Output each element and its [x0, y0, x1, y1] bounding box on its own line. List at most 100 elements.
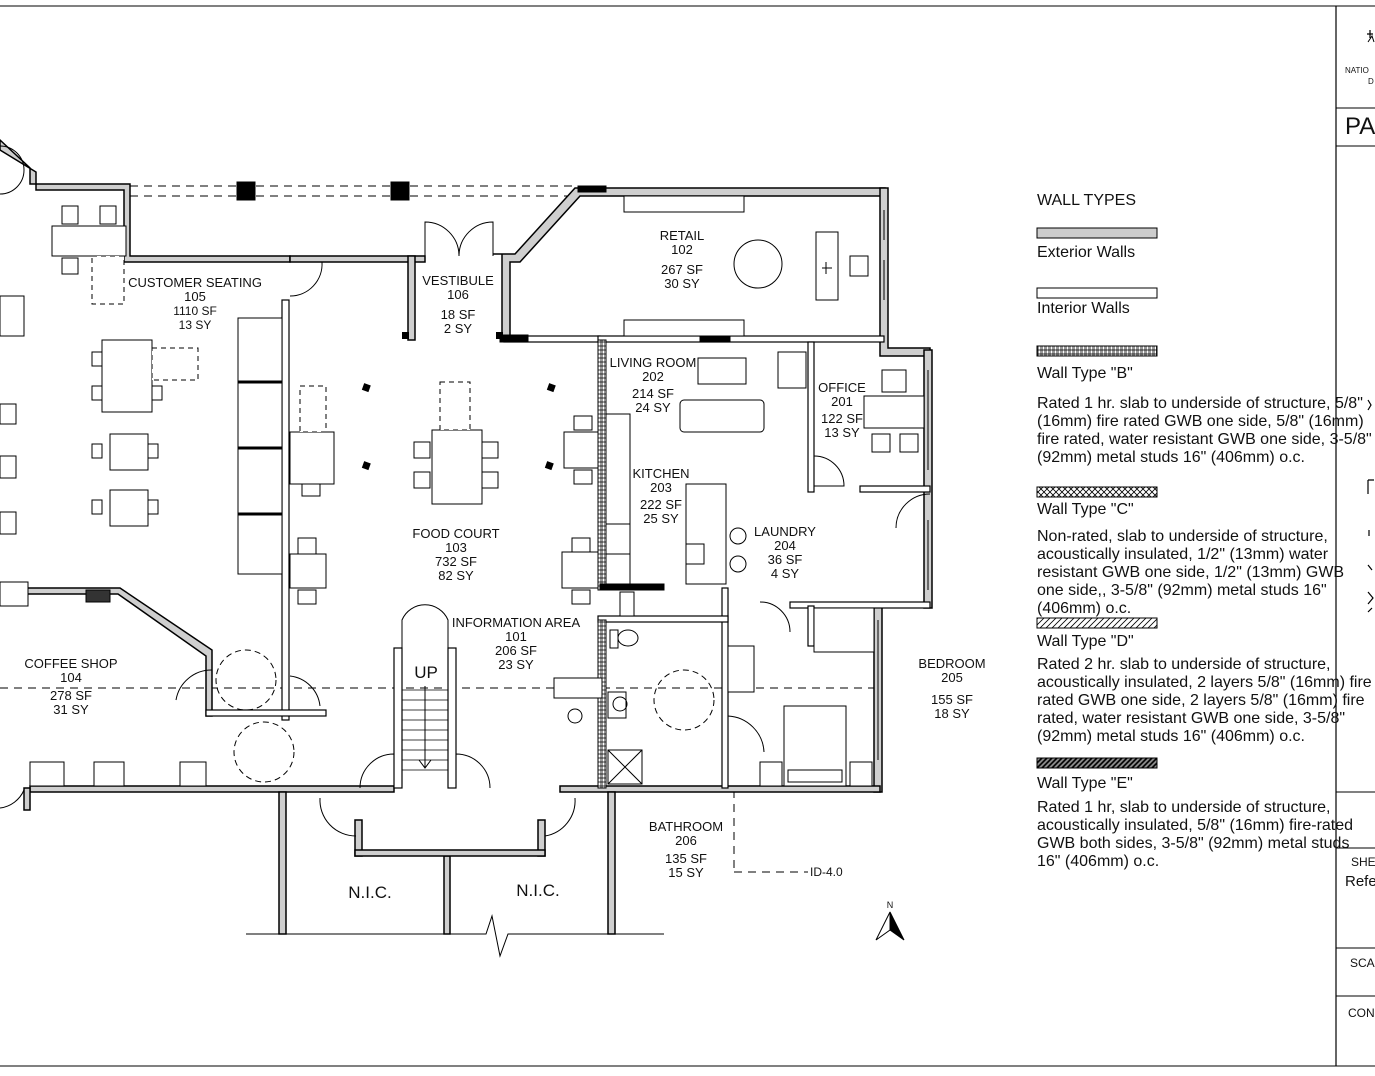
room-sy: 2 SY [443, 321, 473, 336]
legend-wall-type-d: Wall Type "D" [1037, 633, 1134, 650]
legend-wall-type-e-desc: Rated 1 hr, slab to underside of structu… [1037, 799, 1354, 870]
exterior-walls [0, 138, 933, 935]
room-name: KITCHEN [632, 466, 690, 481]
room-sy: 24 SY [635, 400, 671, 415]
legend-wall-type-d-desc: Rated 2 hr. slab to underside of structu… [1037, 656, 1372, 745]
room-number: 104 [60, 670, 82, 685]
room-number: 204 [774, 538, 796, 553]
interior-walls [205, 299, 931, 789]
room-sf: 18 SF [440, 307, 476, 322]
room-number: 203 [650, 480, 672, 495]
room-name: FOOD COURT [412, 526, 500, 541]
room-sy: 82 SY [438, 568, 474, 583]
contract-label: CON [1348, 1006, 1375, 1020]
room-name: LAUNDRY [754, 524, 816, 539]
plan-drawing [0, 138, 933, 958]
logo-text-line2: D [1368, 77, 1374, 86]
room-label-information-area: INFORMATION AREA 101 206 SF 23 SY [446, 616, 586, 672]
room-sf: 732 SF [435, 554, 477, 569]
room-sy: 23 SY [498, 657, 534, 672]
room-number: 102 [671, 242, 693, 257]
room-sf: 222 SF [640, 497, 682, 512]
swatch-type-b [1036, 345, 1158, 357]
break-line [246, 914, 664, 958]
wall-type-swatches [1036, 227, 1158, 769]
sheet-reference: Refe [1345, 873, 1375, 890]
swatch-type-c [1036, 486, 1158, 498]
room-number: 205 [941, 670, 963, 685]
room-name: LIVING ROOM [609, 355, 697, 370]
room-sf: 1110 SF [173, 304, 217, 318]
room-label-office: OFFICE 201 122 SF 13 SY [814, 381, 870, 440]
room-sf: 206 SF [495, 643, 537, 658]
logo-text-line1: NATIO [1345, 66, 1369, 75]
room-label-kitchen: KITCHEN 203 222 SF 25 SY [628, 467, 694, 526]
room-label-food-court: FOOD COURT 103 732 SF 82 SY [401, 527, 511, 583]
room-number: 106 [447, 287, 469, 302]
room-label-living-room: LIVING ROOM 202 214 SF 24 SY [606, 356, 700, 415]
room-sy: 30 SY [664, 276, 700, 291]
room-label-laundry: LAUNDRY 204 36 SF 4 SY [750, 525, 820, 581]
room-label-customer-seating: CUSTOMER SEATING 105 1110 SF 13 SY [120, 275, 270, 333]
room-sy: 25 SY [643, 511, 679, 526]
legend-wall-type-e: Wall Type "E" [1037, 775, 1133, 792]
room-sf: 267 SF [661, 262, 703, 277]
legend-title: WALL TYPES [1037, 192, 1136, 209]
room-number: 105 [184, 289, 206, 304]
room-sf: 214 SF [632, 386, 674, 401]
room-name: OFFICE [818, 380, 866, 395]
room-sy: 13 SY [824, 425, 860, 440]
room-name: RETAIL [659, 228, 705, 243]
sheet-number-label: SHE [1351, 855, 1375, 869]
room-label-coffee-shop: COFFEE SHOP 104 278 SF 31 SY [16, 657, 126, 717]
room-label-retail: RETAIL 102 267 SF 30 SY [642, 229, 722, 291]
room-label-bedroom: BEDROOM 205 155 SF 18 SY [914, 657, 990, 721]
swatch-interior [1036, 287, 1158, 299]
legend-exterior-walls: Exterior Walls [1037, 244, 1136, 261]
room-number: 201 [831, 394, 853, 409]
column [390, 181, 410, 201]
stair-up-label: UP [414, 663, 438, 682]
room-sf: 155 SF [931, 692, 973, 707]
legend-wall-type-c: Wall Type "C" [1037, 501, 1134, 518]
room-sy: 18 SY [934, 706, 970, 721]
furniture [0, 195, 925, 787]
swatch-type-e [1036, 757, 1158, 769]
nic-label-left: N.I.C. [348, 883, 392, 902]
legend-wall-type-b: Wall Type "B" [1037, 365, 1133, 382]
room-name: VESTIBULE [422, 273, 494, 288]
stair [401, 604, 449, 771]
room-name: BEDROOM [918, 656, 986, 671]
room-sf: 36 SF [767, 552, 803, 567]
legend-interior-walls: Interior Walls [1037, 300, 1130, 317]
sheet-title: PA [1345, 113, 1375, 140]
room-sf: 278 SF [50, 688, 92, 703]
room-number: 202 [642, 369, 664, 384]
room-label-vestibule: VESTIBULE 106 18 SF 2 SY [413, 274, 503, 336]
north-arrow-label: N [886, 900, 894, 910]
swatch-type-d [1036, 617, 1158, 629]
north-arrow [875, 911, 905, 941]
room-number: 206 [675, 833, 697, 848]
column [236, 181, 256, 201]
room-sy: 31 SY [53, 702, 89, 717]
logo-mark-icon [1367, 34, 1375, 43]
room-number: 101 [505, 629, 527, 644]
title-block-marks [1367, 30, 1374, 613]
room-sy: 4 SY [770, 566, 800, 581]
legend-wall-type-b-desc: Rated 1 hr. slab to underside of structu… [1037, 395, 1372, 466]
nic-label-right: N.I.C. [516, 881, 560, 900]
title-block [1336, 107, 1375, 997]
scale-label: SCA [1350, 956, 1375, 970]
room-number: 103 [445, 540, 467, 555]
room-name: INFORMATION AREA [451, 615, 581, 630]
room-name: COFFEE SHOP [24, 656, 118, 671]
room-sy: 15 SY [668, 865, 704, 880]
swatch-exterior [1036, 227, 1158, 239]
room-name: CUSTOMER SEATING [128, 275, 262, 290]
room-sf: 135 SF [665, 851, 707, 866]
room-sf: 122 SF [821, 411, 863, 426]
room-name: BATHROOM [648, 819, 724, 834]
room-sy: 13 SY [178, 318, 212, 332]
